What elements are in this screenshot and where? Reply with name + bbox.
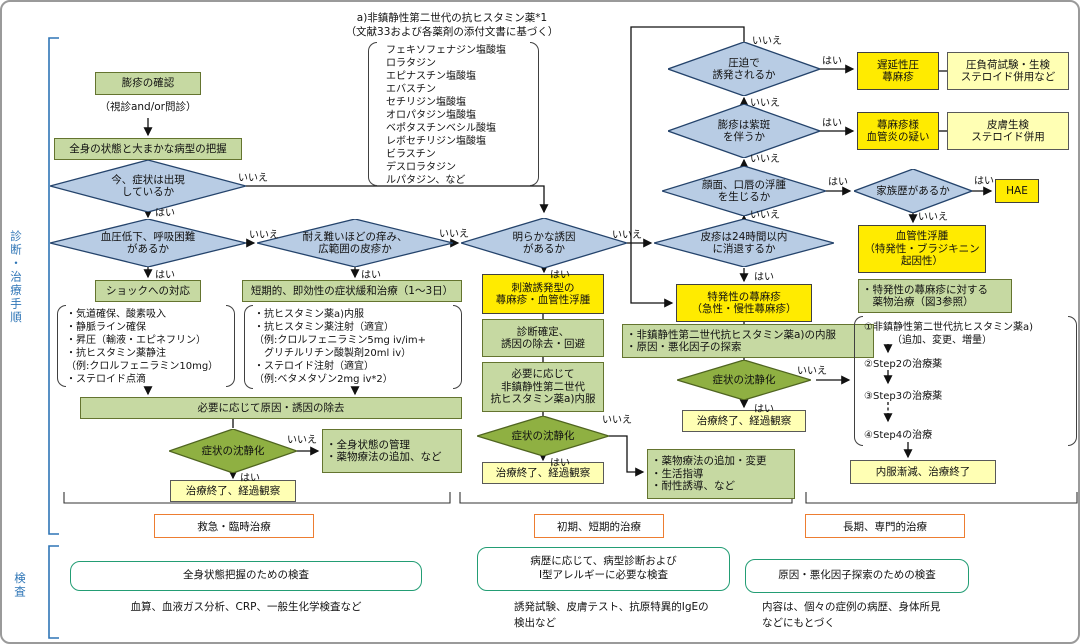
test-note-general: 血算、血液ガス分析、CRP、一般生化学検査など [130, 601, 362, 613]
decision-face-lip-edema: 顔面、口唇の浮腫 を生じるか [662, 166, 826, 216]
drug-list: フェキソフェナジン塩酸塩 ロラタジン エピナスチン塩酸塩 エバスチン セチリジン… [386, 45, 506, 186]
decision-purpura: 膨疹は紫斑 を伴うか [668, 104, 820, 158]
decision-calm-1: 症状の沈静化 [169, 429, 297, 473]
section-initial: 初期、短期的治療 [534, 514, 664, 538]
decision-24h-resolve: 皮疹は24時間以内 に消退するか [654, 219, 834, 267]
shortterm-list-paren-left [244, 305, 253, 389]
step-1: ①非鎮静性第二世代抗ヒスタミン薬a) [864, 322, 1033, 333]
label-no: いいえ [750, 210, 780, 221]
decision-shock-signs: 血圧低下、呼吸困難 があるか [50, 219, 246, 267]
node-idiopathic-urticaria: 特発性の蕁麻疹 （急性・慢性蕁麻疹） [676, 284, 812, 322]
test-section-label: 検査 [13, 572, 27, 599]
step-3: ③Step3の治療薬 [864, 391, 943, 402]
node-visual-exam: （視診and/or問診） [99, 101, 197, 113]
node-general-management: ・全身状態の管理 ・薬物療法の追加、など [322, 429, 462, 473]
shock-list-paren-right [226, 305, 235, 387]
decision-severe-itch: 耐え難いほどの痒み、 広範囲の皮疹か [257, 219, 453, 267]
label-yes: はい [361, 270, 381, 281]
node-shock-response: ショックへの対応 [95, 280, 201, 302]
label-no: いいえ [249, 230, 279, 241]
node-urticarial-vasculitis: 蕁麻疹様 血管炎の疑い [857, 112, 939, 150]
procedure-section-label: 診断・治療手順 [9, 230, 23, 325]
decision-clear-trigger: 明らかな誘因 があるか [461, 218, 627, 268]
label-no: いいえ [439, 229, 469, 240]
node-skin-biopsy: 皮膚生検 ステロイド併用 [947, 112, 1069, 150]
node-fig3-reference: ・特発性の蕁麻疹に対する 薬物治療（図3参照） [858, 279, 1012, 313]
decision-symptoms-now: 今、症状は出現 しているか [50, 160, 246, 212]
node-wheal-confirm: 膨疹の確認 [95, 72, 201, 95]
node-idiopathic-rx: ・非鎮静性第二世代抗ヒスタミン薬a)の内服 ・原因・悪化因子の探索 [622, 324, 874, 358]
label-yes: はい [974, 176, 994, 187]
node-diagnosis-avoidance: 診断確定、 誘因の除去・回避 [482, 319, 604, 357]
label-yes: はい [155, 208, 175, 219]
step-list-paren-left [854, 316, 863, 446]
antihistamine-note-title: a)非鎮静性第二世代の抗ヒスタミン薬*1 （文献33および各薬剤の添付文書に基づ… [345, 12, 559, 39]
node-modify-therapy: ・薬物療法の追加・変更 ・生活指導 ・耐性誘導、など [647, 449, 795, 499]
step-2: ②Step2の治療薬 [864, 359, 943, 370]
shock-treatment-list: ・気道確保、酸素吸入 ・静脈ライン確保 ・昇圧（輸液・エピネフリン） ・抗ヒスタ… [66, 309, 219, 385]
label-no: いいえ [750, 98, 780, 109]
label-no: いいえ [752, 36, 782, 47]
label-yes: はい [822, 56, 842, 67]
step-list-paren-right [1068, 316, 1077, 446]
node-pressure-test: 圧負荷試験・生検 ステロイド併用など [947, 52, 1069, 90]
label-no: いいえ [602, 415, 632, 426]
test-box-cause-search: 原因・悪化因子探索のための検査 [745, 559, 969, 593]
node-end-observe-1: 治療終了、経過観察 [170, 480, 296, 502]
label-no: いいえ [918, 212, 948, 223]
test-note-cause-search: 内容は、個々の症例の病歴、身体所見 などにもとづく [762, 601, 941, 629]
node-hae: HAE [995, 179, 1039, 203]
label-yes: はい [754, 404, 774, 415]
label-yes: はい [240, 473, 260, 484]
node-grasp-condition: 全身の状態と大まかな病型の把握 [54, 138, 242, 160]
label-no: いいえ [797, 366, 827, 377]
node-prn-antihistamine: 必要に応じて 非鎮静性第二世代 抗ヒスタミン薬a)内服 [482, 362, 604, 412]
label-yes: はい [155, 270, 175, 281]
node-angioedema: 血管性浮腫 （特発性・ブラジキニン 起因性） [858, 225, 986, 273]
step-4: ④Step4の治療 [864, 430, 933, 441]
drug-list-paren-right [530, 42, 539, 186]
label-no: いいえ [287, 435, 317, 446]
label-no: いいえ [612, 230, 642, 241]
label-no: いいえ [750, 154, 780, 165]
node-shortterm-treatment: 短期的、即効性の症状緩和治療（1〜3日） [242, 280, 462, 302]
label-yes: はい [550, 458, 570, 469]
decision-calm-2: 症状の沈静化 [477, 416, 609, 456]
drug-list-paren-left [368, 42, 377, 186]
node-end-observe-3: 治療終了、経過観察 [682, 410, 806, 432]
node-inducible-urticaria: 刺激誘発型の 蕁麻疹・血管性浮腫 [482, 274, 604, 314]
node-remove-cause: 必要に応じて原因・誘因の除去 [80, 397, 462, 419]
shortterm-list-paren-right [453, 305, 462, 389]
section-longterm: 長期、専門的治療 [805, 514, 965, 538]
decision-calm-3: 症状の沈静化 [677, 360, 811, 400]
shock-list-paren-left [57, 305, 66, 387]
step-1b: （追加、変更、増量） [892, 335, 992, 346]
label-no: いいえ [238, 173, 268, 184]
label-yes: はい [828, 177, 848, 188]
label-yes: はい [754, 272, 774, 283]
label-yes: はい [550, 270, 570, 281]
node-end-observe-2: 治療終了、経過観察 [482, 462, 604, 484]
test-box-type-diagnosis: 病歴に応じて、病型診断および I型アレルギーに必要な検査 [477, 547, 730, 591]
test-box-general: 全身状態把握のための検査 [70, 561, 422, 591]
test-note-type-diagnosis: 誘発試験、皮膚テスト、抗原特異的IgEの 検出など [514, 601, 709, 629]
node-delayed-pressure-urticaria: 遅延性圧 蕁麻疹 [857, 52, 939, 90]
section-emergency: 救急・臨時治療 [154, 514, 314, 538]
decision-pressure-induced: 圧迫で 誘発されるか [668, 42, 820, 96]
shortterm-treatment-list: ・抗ヒスタミン薬a)内服 ・抗ヒスタミン薬注射（適宜） （例:クロルフェニラミン… [254, 309, 426, 385]
node-taper-end: 内服漸減、治療終了 [850, 460, 996, 484]
label-yes: はい [822, 118, 842, 129]
decision-family-history: 家族歴があるか [854, 169, 972, 213]
